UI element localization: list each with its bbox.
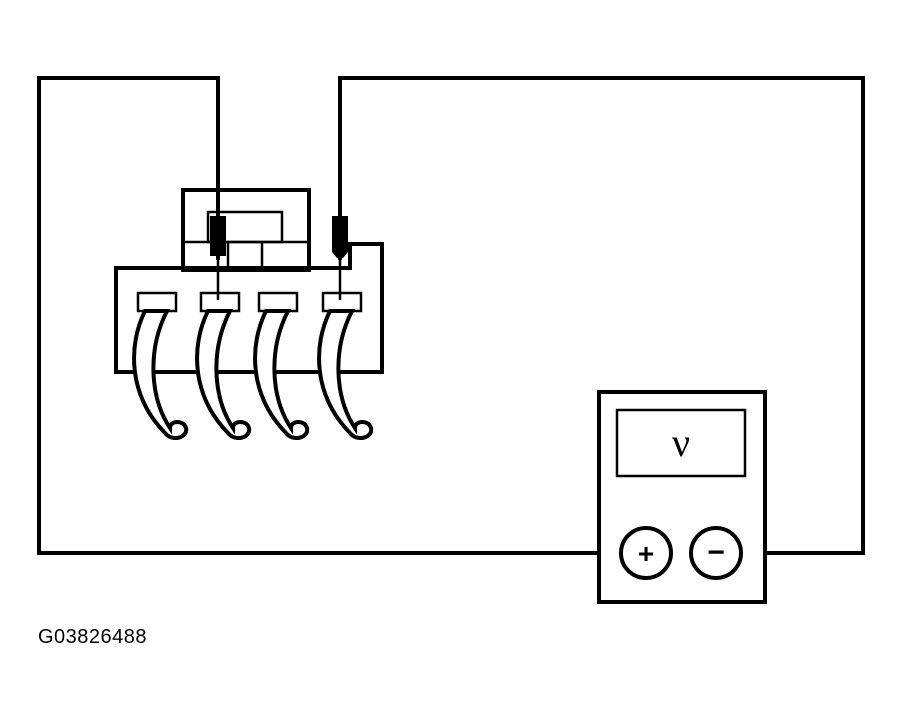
voltmeter-display-symbol: ν [672, 420, 690, 465]
voltmeter-display [615, 408, 747, 478]
harness-wire-2 [195, 309, 252, 440]
voltmeter: ν + − [597, 390, 767, 604]
circuit-wires [37, 76, 865, 555]
negative-terminal-symbol: − [707, 536, 725, 569]
connector [114, 188, 384, 440]
positive-terminal-symbol: + [638, 538, 654, 569]
test-probes [210, 216, 348, 300]
harness-wires [132, 309, 374, 440]
probe-left-handle [210, 216, 226, 256]
wire-left-loop [37, 76, 620, 555]
harness-wire-3 [253, 309, 310, 440]
figure-id: G03826488 [38, 626, 148, 648]
probe-right-handle [332, 216, 348, 258]
harness-wire-1 [132, 309, 189, 440]
connector-lock-housing [181, 188, 311, 272]
harness-wire-4 [317, 309, 374, 440]
wire-right-loop [338, 76, 865, 555]
negative-terminal[interactable] [689, 526, 743, 580]
positive-terminal[interactable] [619, 526, 673, 580]
